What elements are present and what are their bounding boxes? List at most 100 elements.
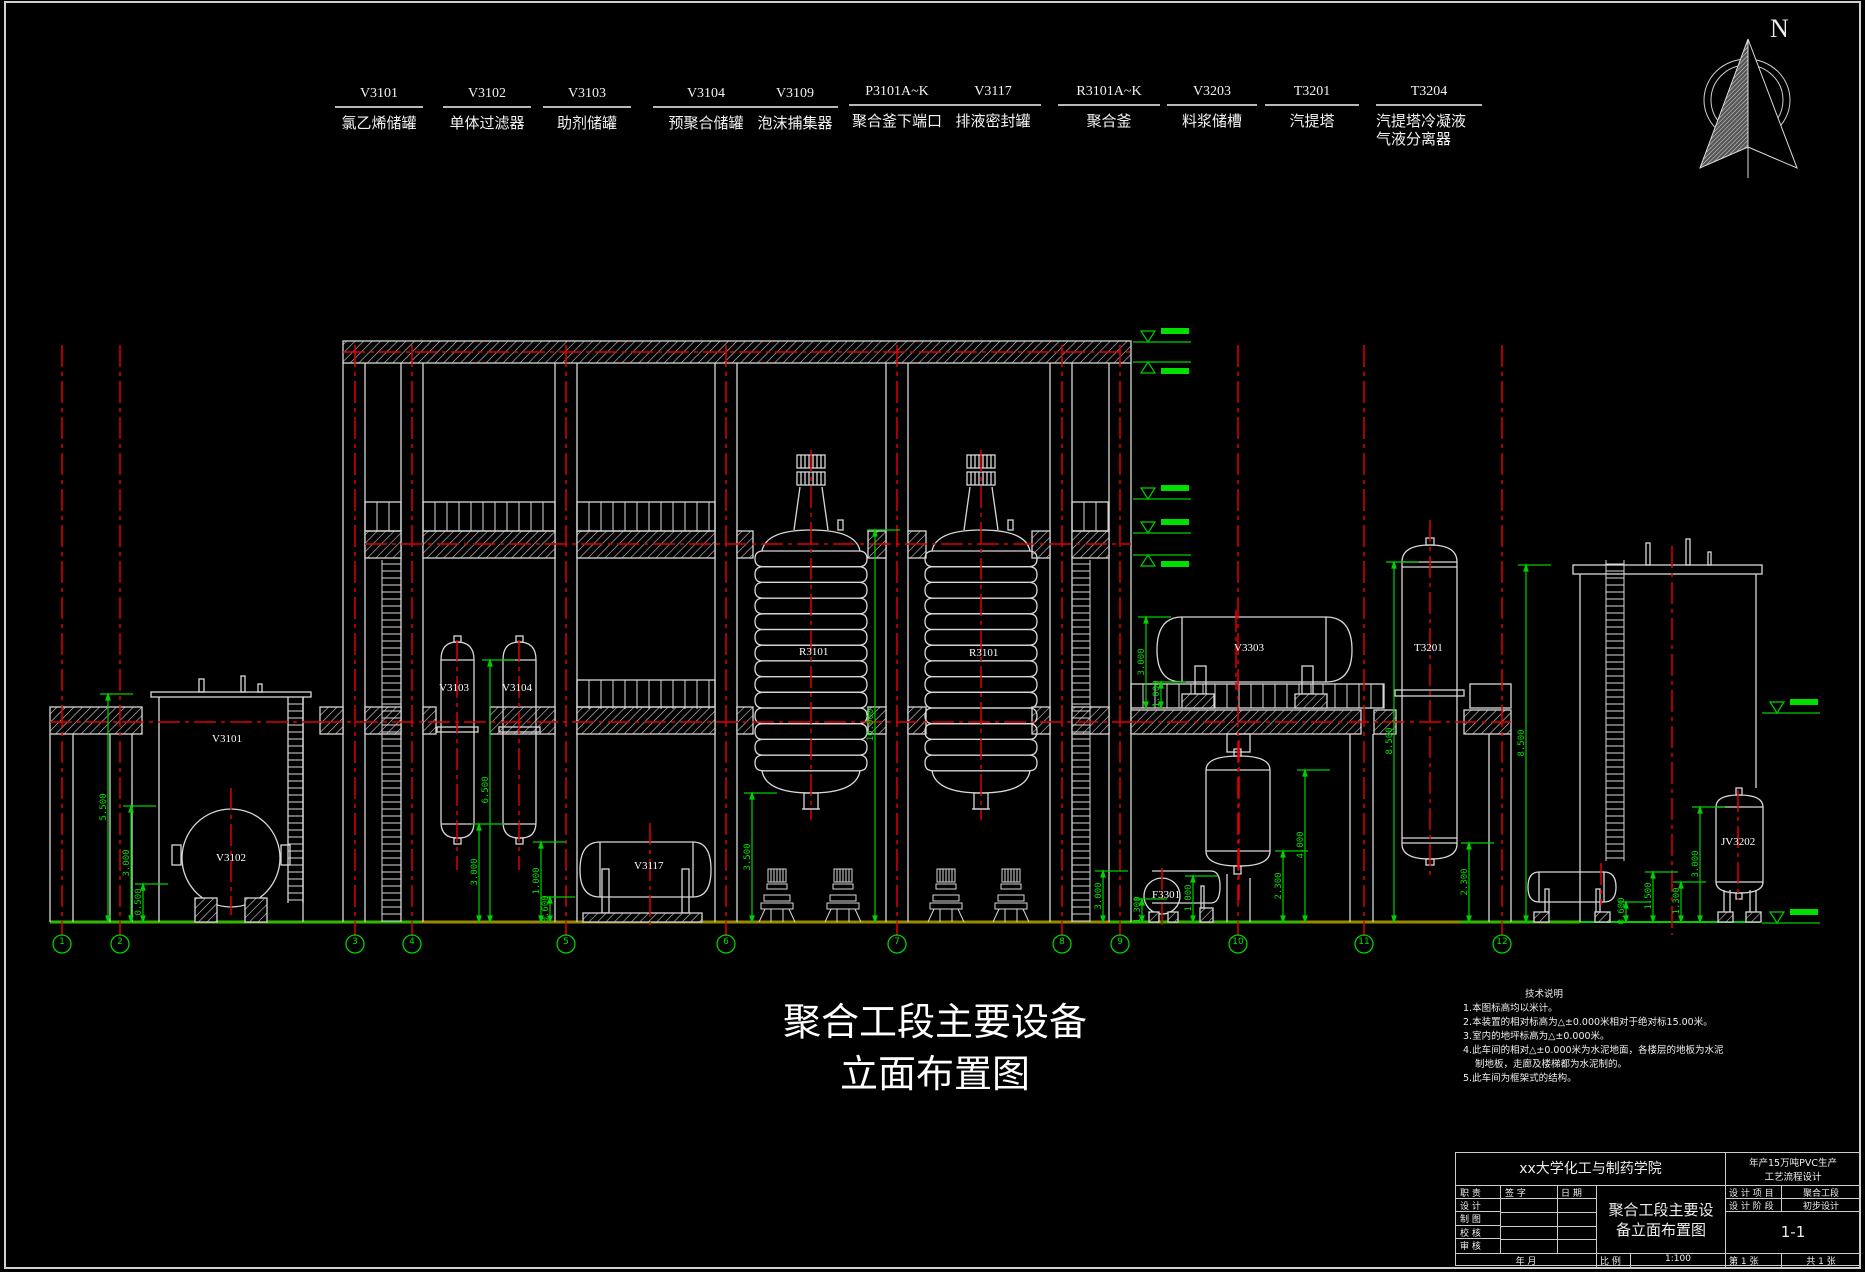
note-item: 1.本图标高均以米计。 [1463,1003,1558,1014]
legend-item: V3117 排液密封罐 [945,84,1041,130]
arrow-mark [128,804,134,813]
arrow-mark [1623,900,1629,909]
elevation-marker [1133,519,1191,535]
note-item: 制地板，走廊及楼梯都为水泥制的。 [1475,1059,1628,1070]
axis-number: 5 [563,937,569,947]
elevation-marker [1133,360,1191,374]
arrow-mark [538,840,544,849]
arrow-mark [1650,915,1656,924]
arrow-mark [1100,869,1106,878]
arrow-mark [547,915,553,924]
arrow-mark [1139,897,1145,906]
arrow-mark [487,915,493,924]
dimension-text: 1.000 [1184,884,1194,912]
scale-value: 1:100 [1631,1254,1726,1267]
north-label: N [1770,14,1789,43]
axis-number: 3 [352,937,358,947]
drawing-title-line2: 立面布置图 [839,1052,1030,1096]
arrow-mark [1190,874,1196,883]
legend-code: T3201 [1265,84,1359,106]
axis-bubble [1492,934,1512,954]
t3204-ladder [1605,560,1625,861]
dimension-text: 2.300 [1274,871,1284,900]
axis-number: 7 [894,937,900,947]
dimension-text: 3.000 [1094,881,1104,910]
elevation-marker [1133,553,1191,567]
left-structure [49,706,143,922]
ladder-left [381,560,402,922]
axis-number: 2 [117,937,123,947]
title-block-project-line1: 年产15万吨PVC生产 [1749,1158,1837,1169]
title-block: xx大学化工与制药学院 年产15万吨PVC生产 工艺流程设计 职 责 签 字 日… [1455,1152,1860,1267]
arrow-mark [749,915,755,924]
p3101-pump [758,868,796,923]
axis-number: 8 [1059,937,1065,947]
arrow-mark [1523,563,1529,572]
arrow-mark [1158,680,1164,689]
arrow-mark [1391,560,1397,569]
legend-name: 汽提塔 [1289,112,1335,130]
arrow-mark [476,822,482,831]
arrow-mark [1302,915,1308,924]
legend-code: V3203 [1167,84,1257,106]
arrow-mark [140,915,146,924]
arrow-mark [1139,915,1145,924]
dimension-text: 2.300 [1460,867,1470,896]
sheet-number: 第 1 张 [1726,1254,1782,1267]
axis-number: 12 [1496,937,1508,947]
axis-bubble [1354,934,1374,954]
dimension-text: 3.000 [470,858,480,886]
dimension-text: 1.300 [1672,887,1682,915]
legend-name: 预聚合储罐 [668,114,744,132]
axis-bubble [402,934,422,954]
tag-r3101-b: R3101 [969,647,999,659]
axis-bubble [1052,934,1072,954]
role-design: 设 计 [1456,1199,1501,1212]
elevation-marker [1133,485,1191,501]
arrow-mark [1280,849,1286,858]
arrow-mark [487,658,493,667]
arrow-mark [128,915,134,924]
date-header: 日 期 [1558,1186,1597,1199]
role-header: 职 责 [1456,1186,1501,1199]
v-right-small-tank [1527,871,1617,923]
axis-number: 4 [409,937,415,947]
arrow-mark [872,528,878,537]
ladder-right [1071,560,1091,922]
arrow-mark [872,915,878,924]
v3117-tank [579,841,712,923]
axis-number: 9 [1117,937,1123,947]
title-block-project-line2: 工艺流程设计 [1764,1172,1822,1183]
arrow-mark [538,915,544,924]
legend-name: 聚合釜下端口 [851,112,942,130]
legend-item: R3101A~K 聚合釜 [1058,84,1160,130]
legend-name: 助剂储罐 [556,114,617,132]
arrow-mark [547,895,553,904]
arrow-mark [1678,880,1684,889]
legend-code: V3117 [945,84,1041,106]
axis-number: 11 [1358,937,1370,947]
arrow-mark [1143,615,1149,624]
arrow-mark [1190,915,1196,924]
axis-bubble [345,934,365,954]
axis-bubble [110,934,130,954]
arrow-mark [1302,768,1308,777]
axis-bubble [1110,934,1130,954]
legend-name: 排液密封罐 [955,112,1031,130]
legend-name: 聚合釜 [1086,112,1132,130]
dimension-text: 5.500 [99,793,109,821]
item-value: 聚合工段 [1782,1186,1860,1199]
arrow-mark [1143,701,1149,710]
dimension-text: 10.000 [866,708,876,742]
tag-jv3202: JV3202 [1721,836,1756,848]
t3201-column [1394,537,1465,866]
axis-bubble [1228,934,1248,954]
legend-code: R3101A~K [1058,84,1160,106]
legend-code: V3101 [335,86,423,108]
arrow-mark [1697,915,1703,924]
